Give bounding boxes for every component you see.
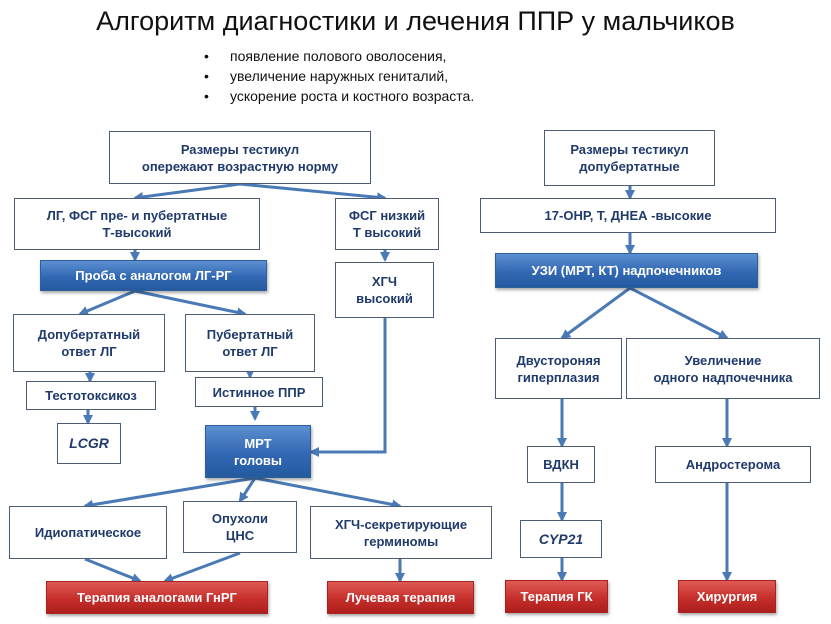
node-testes-prepubertal: Размеры тестикул допубертатные [544,130,715,186]
page-title: Алгоритм диагностики и лечения ППР у мал… [96,6,735,36]
node-one-adrenal-enlarged: Увеличение одного надпочечника [626,338,820,399]
node-bilateral-hyperplasia: Двустороняя гиперплазия [495,338,622,399]
node-cyp21: CYP21 [520,520,602,558]
arrow [239,182,387,203]
node-pubertal-lh: Пубертатный ответ ЛГ [185,314,315,372]
arrow [309,318,387,457]
node-androsteroma: Андростерома [655,446,811,483]
node-true-ppp: Истинное ППР [195,377,323,407]
node-therapy-gnrh: Терапия аналогами ГнРГ [46,581,268,614]
arrow [629,286,729,340]
node-radiation: Лучевая терапия [327,581,474,614]
node-fsh-low-t-high: ФСГ низкий Т высокий [335,198,439,250]
arrow [78,289,136,316]
symptom-list: появление полового оволосения, увеличени… [200,46,474,106]
node-testotoxicosis: Тестотоксикоз [26,381,156,410]
node-cns-tumors: Опухоли ЦНС [183,501,297,553]
node-testes-above-norm: Размеры тестикул опережают возрастную но… [109,131,371,184]
symptom-item: увеличение наружных гениталий, [200,66,474,86]
node-17ohp-high: 17-ОНР, Т, ДНЕА -высокие [480,198,776,233]
node-gnrh-test: Проба с аналогом ЛГ-РГ [40,260,267,291]
node-hcg-germinomas: ХГЧ-секретирующие герминомы [310,506,492,559]
arrow [134,289,247,318]
arrow [84,557,142,583]
node-mri-head: МРТ головы [205,425,311,478]
node-hcg-high: ХГЧ высокий [335,262,434,318]
node-therapy-gk: Терапия ГК [505,580,608,613]
node-prepubertal-lh: Допубертатный ответ ЛГ [13,314,165,372]
node-lcgr: LCGR [57,423,121,464]
arrow [83,476,256,510]
symptom-item: появление полового оволосения, [200,46,474,66]
node-idiopathic: Идиопатическое [9,506,167,559]
symptom-item: ускорение роста и костного возраста. [200,86,474,106]
node-adrenal-imaging: УЗИ (МРТ, КТ) надпочечников [495,253,758,288]
arrow [238,477,257,503]
node-surgery: Хирургия [678,580,776,613]
arrow [254,476,402,510]
arrow [163,551,241,583]
arrow [560,286,631,340]
arrow [133,182,241,202]
node-lh-fsh-pre-pubertal: ЛГ, ФСГ пре- и пубертатные Т-высокий [14,198,260,250]
node-vdkn: ВДКН [527,446,595,483]
